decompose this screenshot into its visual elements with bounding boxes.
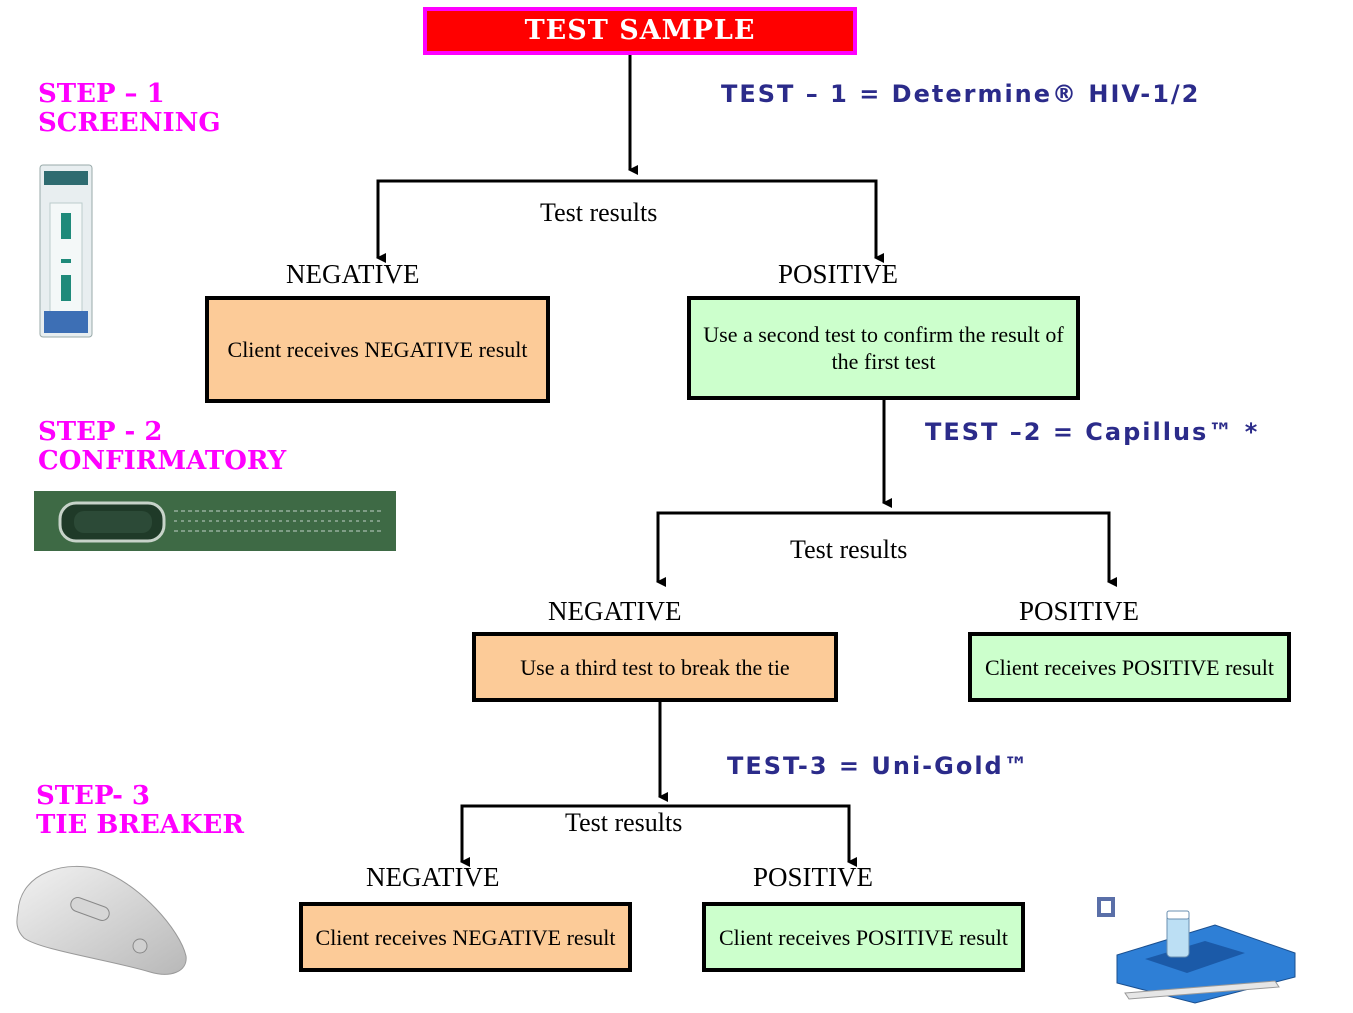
level2-test-results-label: Test results: [790, 535, 908, 564]
determine-test-strip-image: [39, 164, 93, 338]
step-2-label: STEP - 2 CONFIRMATORY: [38, 417, 287, 476]
split-line-level2: [656, 511, 1111, 580]
split-line-level3: [460, 804, 851, 860]
level2-negative-text: Use a third test to break the tie: [520, 654, 790, 680]
test-2-label: TEST –2 = Capillus™ *: [925, 418, 1260, 446]
level2-negative-box: Use a third test to break the tie: [472, 632, 838, 702]
level3-test-results-label: Test results: [565, 808, 683, 837]
level1-negative-box: Client receives NEGATIVE result: [205, 296, 550, 403]
level2-positive-box: Client receives POSITIVE result: [968, 632, 1291, 702]
level2-positive-text: Client receives POSITIVE result: [985, 654, 1274, 680]
test-3-label: TEST-3 = Uni-Gold™: [727, 752, 1030, 780]
level3-positive-text: Client receives POSITIVE result: [719, 924, 1008, 950]
level3-positive-heading: POSITIVE: [753, 862, 873, 892]
level3-positive-box: Client receives POSITIVE result: [702, 902, 1025, 972]
level1-negative-text: Client receives NEGATIVE result: [227, 337, 528, 362]
level1-negative-heading: NEGATIVE: [286, 259, 420, 289]
level3-negative-heading: NEGATIVE: [366, 862, 500, 892]
step-3-label: STEP- 3 TIE BREAKER: [36, 781, 244, 840]
level2-negative-heading: NEGATIVE: [548, 596, 682, 626]
level1-positive-box: Use a second test to confirm the result …: [687, 296, 1080, 400]
level1-test-results-label: Test results: [540, 198, 658, 227]
test-sample-title: TEST SAMPLE: [423, 7, 857, 55]
level3-negative-box: Client receives NEGATIVE result: [299, 902, 632, 972]
unigold-device-image: [16, 865, 187, 975]
level2-positive-heading: POSITIVE: [1019, 596, 1139, 626]
split-line-level1: [376, 179, 878, 258]
level1-positive-text: Use a second test to confirm the result …: [703, 322, 1064, 374]
level3-negative-text: Client receives NEGATIVE result: [315, 924, 616, 950]
test-1-label: TEST – 1 = Determine® HIV-1/2: [721, 80, 1201, 108]
level1-positive-heading: POSITIVE: [778, 259, 898, 289]
capillus-slide-image: [34, 491, 396, 551]
step-1-label: STEP – 1 SCREENING: [38, 79, 221, 138]
test-kit-tray-image: [1097, 897, 1296, 1004]
